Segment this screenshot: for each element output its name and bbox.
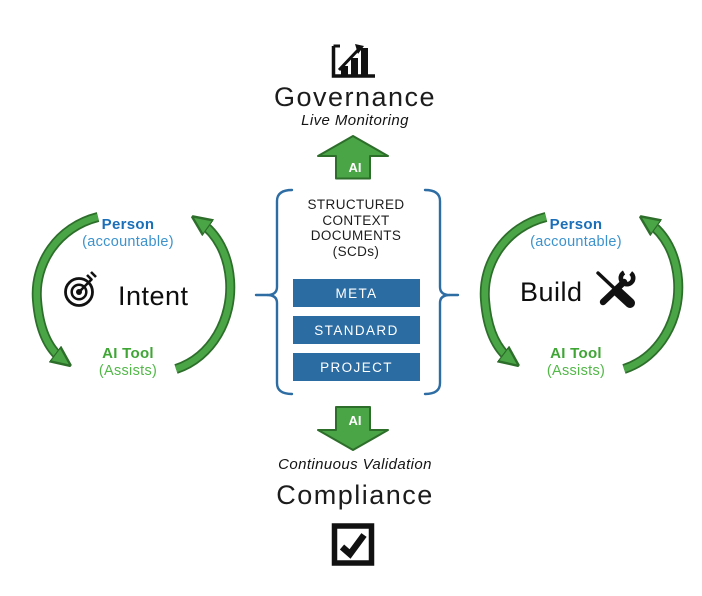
- scd-title: STRUCTURED CONTEXT DOCUMENTS (SCDs): [307, 197, 405, 259]
- scd-box-project: PROJECT: [293, 353, 420, 381]
- ai-down-arrow: AI: [317, 406, 389, 451]
- bar-chart-icon: [331, 44, 375, 78]
- compliance-subtitle: Continuous Validation: [278, 456, 432, 473]
- ai-up-arrow: AI: [317, 135, 389, 180]
- ai-up-arrow-label: AI: [349, 160, 362, 175]
- scd-box-meta: META: [293, 279, 420, 307]
- governance-title: Governance: [273, 82, 437, 112]
- tools-icon: [596, 267, 636, 308]
- checked-checkbox-icon: [331, 523, 375, 566]
- cycle-arrows-left: [31, 212, 236, 374]
- right-person-label: Person: [549, 216, 603, 233]
- right-ai-tool-label: AI Tool: [550, 345, 602, 362]
- build-cycle: Person (accountable) Build AI Tool (Assi…: [478, 205, 688, 390]
- governance-subtitle: Live Monitoring: [301, 112, 409, 129]
- left-ai-tool-sub: (Assists): [98, 363, 158, 379]
- right-person-sub: (accountable): [530, 234, 622, 250]
- compliance-title: Compliance: [276, 480, 434, 510]
- intent-cycle: Person (accountable) Intent AI Tool (Ass…: [30, 205, 240, 390]
- cycle-arrows-right: [479, 212, 684, 374]
- left-person-label: Person: [101, 216, 155, 233]
- left-ai-tool-label: AI Tool: [102, 345, 154, 362]
- build-label: Build: [520, 277, 583, 307]
- ai-down-arrow-label: AI: [349, 413, 362, 428]
- target-icon: [64, 271, 97, 307]
- intent-label: Intent: [118, 281, 189, 311]
- right-ai-tool-sub: (Assists): [546, 363, 606, 379]
- left-person-sub: (accountable): [82, 234, 174, 250]
- left-brace: [254, 188, 294, 396]
- right-brace: [423, 188, 460, 396]
- scd-box-standard: STANDARD: [293, 316, 420, 344]
